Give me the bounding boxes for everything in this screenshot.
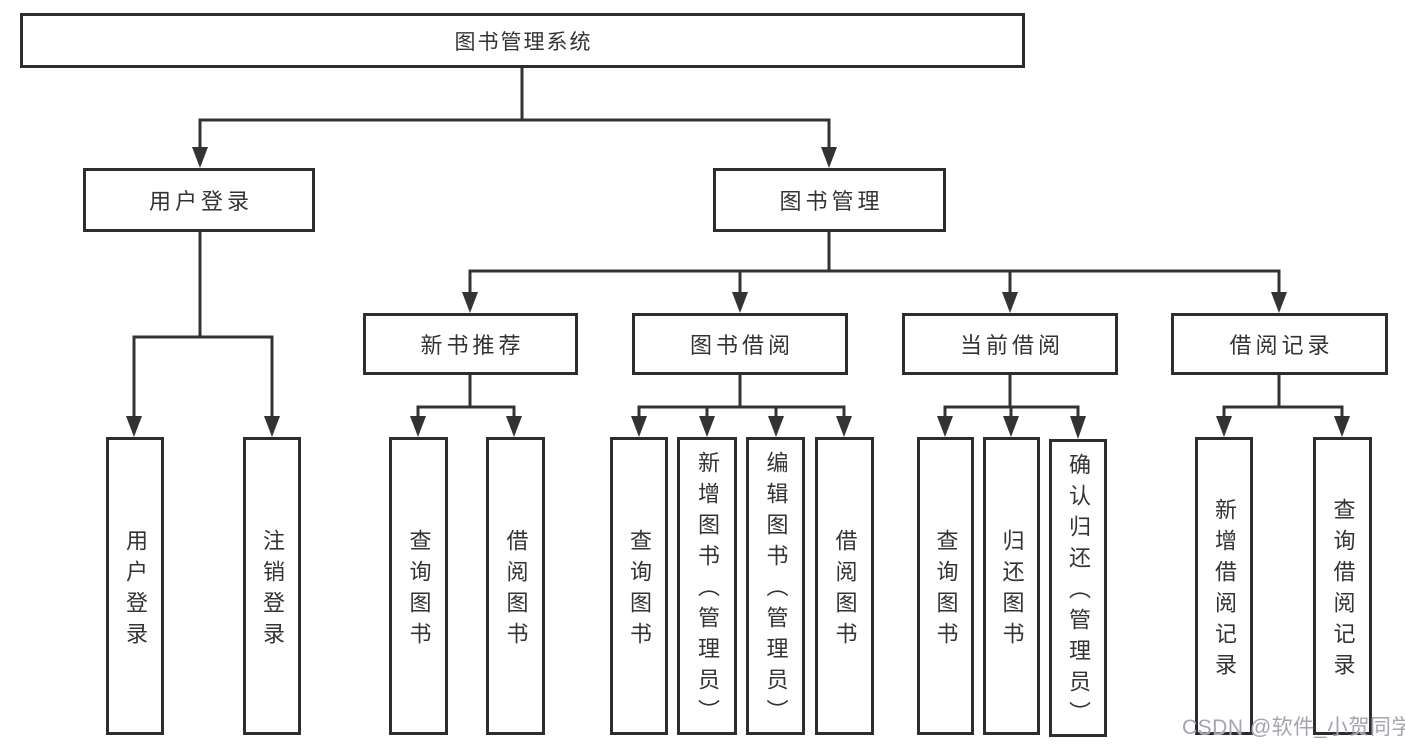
connector-user-login-children [126,232,280,437]
connector-root-to-level2 [192,68,837,168]
connector-current-children [937,374,1086,439]
node-label: 图书管理系统 [454,30,593,54]
leaf-query-books-borrowing: 查询图书 [610,437,668,735]
node-label: 图书管理 [779,189,884,214]
leaf-logout: 注销登录 [243,437,301,735]
leaf-return-books: 归还图书 [983,437,1040,735]
connector-book-mgmt-children [462,232,1287,313]
connector-records-children [1216,374,1350,437]
node-label: 当前借阅 [959,333,1064,358]
node-label: 用户登录 [148,189,253,214]
leaf-borrow-books: 借阅图书 [815,437,874,735]
csdn-watermark: CSDN @软件_小贺同学 [1182,716,1405,739]
leaf-user-login: 用户登录 [106,437,164,735]
leaf-edit-books-admin: 编辑图书（管理员） [746,437,805,735]
node-new-book-recommend: 新书推荐 [363,313,578,375]
leaf-confirm-return-admin: 确认归还（管理员） [1049,439,1107,737]
node-user-login: 用户登录 [83,168,315,232]
node-book-management: 图书管理 [713,168,946,232]
connector-borrowing-children [631,374,852,437]
leaf-label: 确认归还（管理员） [1066,453,1091,732]
leaf-label: 查询图书 [627,528,652,653]
node-label: 新书推荐 [420,333,525,358]
leaf-label: 查询图书 [933,528,959,653]
leaf-label: 编辑图书（管理员） [763,451,789,730]
leaf-label: 借阅图书 [503,528,529,653]
leaf-label: 注销登录 [260,528,285,653]
leaf-query-books-recommend: 查询图书 [389,437,448,735]
node-library-system: 图书管理系统 [20,13,1025,68]
leaf-borrow-books-recommend: 借阅图书 [486,437,545,735]
leaf-label: 新增借阅记录 [1212,497,1237,684]
leaf-query-borrow-record: 查询借阅记录 [1313,437,1372,735]
leaf-label: 新增图书（管理员） [695,451,720,730]
leaf-label: 查询借阅记录 [1330,497,1356,684]
connector-new-book-children [410,374,522,437]
leaf-label: 归还图书 [999,528,1025,653]
node-label: 图书借阅 [689,333,794,358]
leaf-label: 查询图书 [406,528,432,653]
leaf-label: 借阅图书 [832,528,858,653]
leaf-label: 用户登录 [123,528,148,653]
node-current-borrowing: 当前借阅 [902,313,1118,375]
leaf-add-books-admin: 新增图书（管理员） [677,437,737,735]
node-book-borrowing: 图书借阅 [632,313,848,375]
node-borrowing-records: 借阅记录 [1171,313,1388,375]
node-label: 借阅记录 [1229,333,1334,358]
leaf-add-borrow-record: 新增借阅记录 [1195,437,1253,735]
leaf-query-books-current: 查询图书 [917,437,974,735]
